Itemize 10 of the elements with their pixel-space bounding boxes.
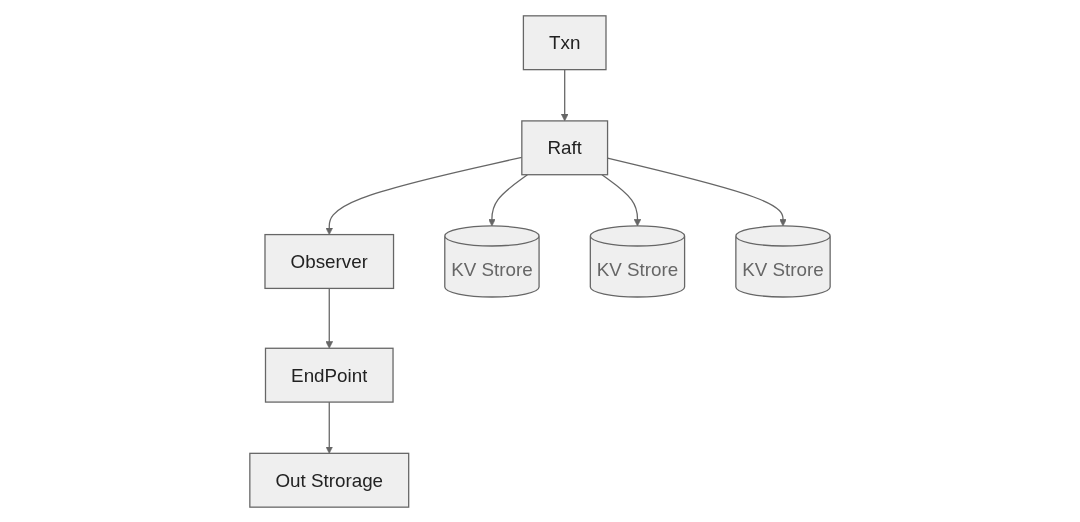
node-box: EndPoint: [264, 347, 394, 403]
node-box: Raft: [521, 119, 609, 175]
arrow: [488, 173, 529, 226]
node-box: Txn: [522, 14, 607, 70]
arrow: [560, 68, 569, 121]
arrow: [325, 400, 333, 454]
node-box: Observer: [264, 233, 395, 289]
node-box: Out Strorage: [249, 452, 410, 508]
arrow: [601, 173, 642, 226]
arrow: [325, 287, 333, 349]
